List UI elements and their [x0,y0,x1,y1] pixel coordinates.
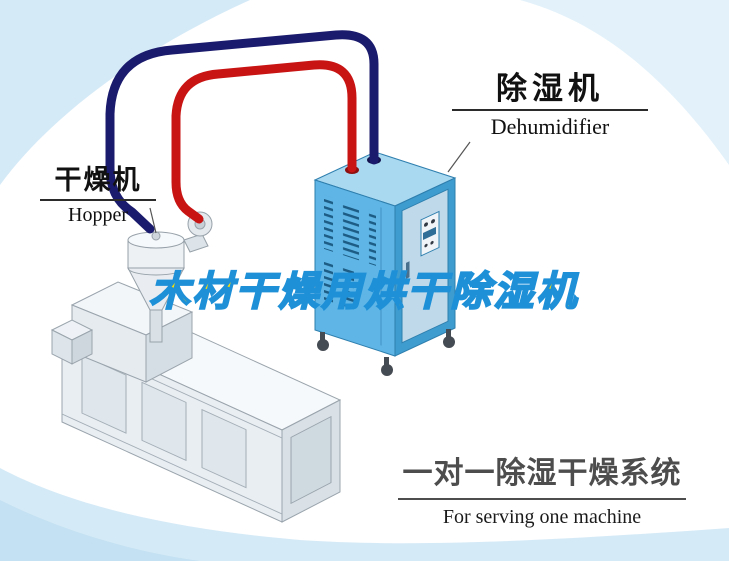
hopper-leader-line [149,207,157,234]
hoses [105,30,379,234]
dehumidifier-label-zh: 除湿机 [496,71,604,106]
extruder-end-panel [290,415,332,505]
hopper-funnel [127,211,213,343]
extruder-front-panels [62,337,282,515]
dehumidifier-label-en: Dehumidifier [490,114,610,140]
hopper-label-en: Hopper [68,203,128,226]
extruder-machine [50,281,342,523]
watermark-title: 木材干燥用烘干除湿机 [149,269,580,315]
hopper-label: 干燥机 Hopper [40,165,156,227]
dehumidifier-leader-line [447,141,471,173]
door-handle [406,261,410,279]
dehumidifier-label: 除湿机 Dehumidifier [452,71,648,140]
control-door [401,188,449,344]
hopper-label-zh: 干燥机 [54,165,142,195]
dehumidifier-label-divider [452,109,648,112]
caster-wheels [317,329,455,376]
footer-caption: 一对一除湿干燥系统 For serving one machine [398,448,686,529]
hopper-label-divider [40,198,156,201]
dehumidifier-machine [313,151,457,376]
blue-return-hose [105,30,379,234]
footer-caption-zh: 一对一除湿干燥系统 [398,448,686,500]
die-head-side [71,329,93,365]
vent-grilles [324,194,382,346]
blower-duct [183,233,209,253]
red-supply-hose [171,60,357,224]
footer-caption-en: For serving one machine [442,506,642,528]
